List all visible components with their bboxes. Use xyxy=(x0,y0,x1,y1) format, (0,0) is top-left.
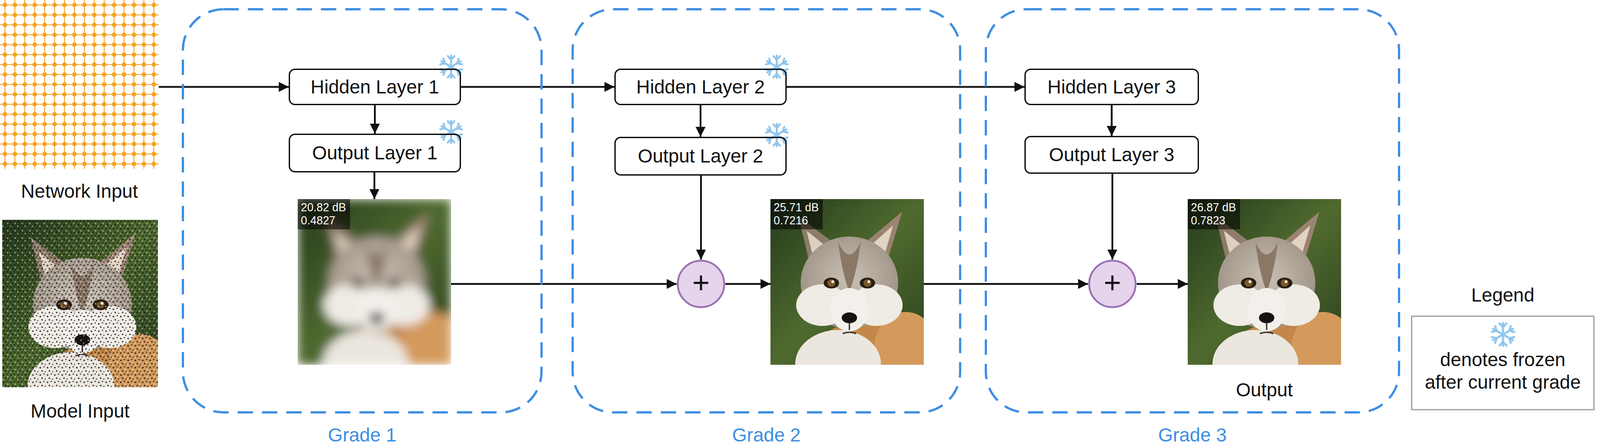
layer-label: Output Layer 1 xyxy=(312,142,438,164)
arrow-connector xyxy=(1136,282,1188,285)
snowflake-icon xyxy=(765,55,789,78)
grade-group: Grade 3Hidden Layer 3Output Layer 3+26.8… xyxy=(984,8,1401,414)
arrow-connector xyxy=(373,172,376,199)
noisy-fox-image xyxy=(2,219,158,388)
legend-text: denotes frozen after current grade xyxy=(1422,348,1583,393)
ssim-value: 0.7823 xyxy=(1190,213,1236,227)
input-label: Model Input xyxy=(30,400,130,422)
model-input-image: Model Input xyxy=(2,219,158,388)
layer-box: Hidden Layer 2 xyxy=(614,68,787,106)
layer-label: Output Layer 2 xyxy=(637,145,764,167)
arrow-connector xyxy=(700,175,702,260)
network-input-grid: Network Input xyxy=(0,0,159,169)
layer-box: Hidden Layer 1 xyxy=(288,68,462,106)
output-image: 25.71 dB0.7216 xyxy=(770,198,924,365)
sum-sign: + xyxy=(1103,267,1122,298)
arrow-connector xyxy=(786,86,1025,88)
sum-circle: + xyxy=(676,259,726,309)
grade-group: Grade 2Hidden Layer 2Output Layer 2+25.7… xyxy=(571,8,962,414)
grade-label-wrap: Grade 2 xyxy=(571,424,962,446)
grade-label: Grade 1 xyxy=(327,424,397,446)
input-label: Network Input xyxy=(20,180,138,202)
grade-label: Grade 2 xyxy=(732,424,801,446)
ssim-value: 0.4827 xyxy=(300,213,346,227)
arrow-connector xyxy=(725,282,771,285)
arrow-connector xyxy=(923,282,1089,285)
input-label-wrap: Network Input xyxy=(0,180,159,203)
layer-label: Hidden Layer 2 xyxy=(636,76,766,98)
layer-box: Hidden Layer 3 xyxy=(1024,68,1199,106)
layer-label: Hidden Layer 3 xyxy=(1047,76,1176,98)
output-label: Output xyxy=(1235,378,1293,401)
grade-label-wrap: Grade 3 xyxy=(984,424,1401,446)
layer-label: Hidden Layer 1 xyxy=(310,76,440,98)
legend-title-wrap: Legend xyxy=(1410,284,1595,306)
output-image: 20.82 dB0.4827 xyxy=(297,198,452,365)
arrow-connector xyxy=(158,86,289,88)
legend-box: denotes frozen after current grade xyxy=(1410,315,1595,411)
arrow-connector xyxy=(373,105,376,134)
psnr-value: 20.82 dB xyxy=(300,200,346,214)
metric-patch: 20.82 dB0.4827 xyxy=(297,198,351,230)
input-label-wrap: Model Input xyxy=(2,400,158,422)
metric-patch: 25.71 dB0.7216 xyxy=(770,198,823,230)
legend-snowflake xyxy=(1489,321,1517,348)
arrow-connector xyxy=(1111,173,1114,260)
psnr-value: 26.87 dB xyxy=(1190,200,1236,214)
layer-box: Output Layer 2 xyxy=(614,136,787,176)
arrow-connector xyxy=(1111,105,1113,136)
layer-box: Output Layer 1 xyxy=(288,133,462,173)
input-grid-graphic xyxy=(0,0,159,169)
arrow-connector xyxy=(451,282,677,285)
output-image: 26.87 dB0.7823Output xyxy=(1187,198,1342,365)
grade-label: Grade 3 xyxy=(1158,424,1227,446)
snowflake-icon xyxy=(765,123,789,146)
snowflake-icon xyxy=(439,120,463,143)
arrow-connector xyxy=(699,105,702,137)
sum-circle: + xyxy=(1088,259,1137,309)
grade-group: Grade 1Hidden Layer 1Output Layer 120.82… xyxy=(181,8,543,414)
snowflake-icon xyxy=(439,55,463,78)
grade-label-wrap: Grade 1 xyxy=(181,424,543,446)
legend-title: Legend xyxy=(1470,284,1535,306)
sum-sign: + xyxy=(692,267,711,298)
output-label-wrap: Output xyxy=(1187,378,1342,401)
layer-box: Output Layer 3 xyxy=(1024,135,1199,174)
metric-patch: 26.87 dB0.7823 xyxy=(1187,198,1241,230)
ssim-value: 0.7216 xyxy=(773,213,819,227)
layer-label: Output Layer 3 xyxy=(1049,143,1175,166)
arrow-connector xyxy=(461,86,615,88)
psnr-value: 25.71 dB xyxy=(773,200,819,214)
